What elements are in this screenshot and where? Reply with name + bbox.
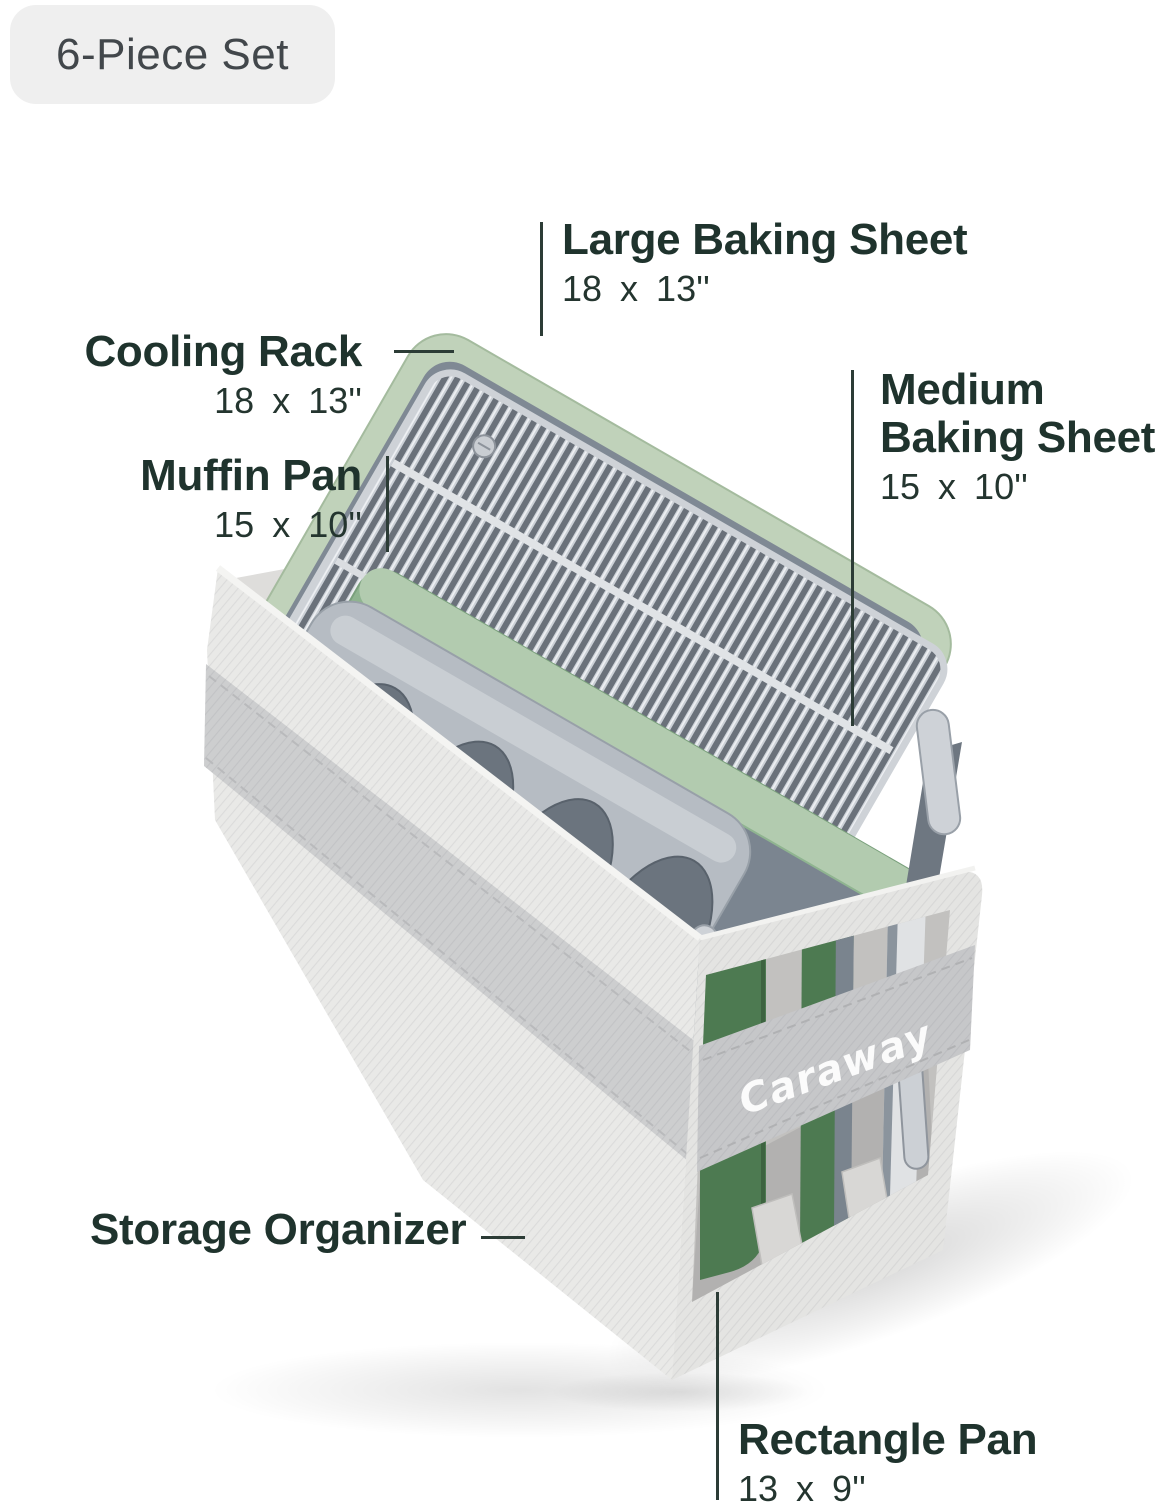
leader-line-storage-organizer xyxy=(481,1236,525,1239)
storage-box-front-panel xyxy=(204,565,703,1380)
callout-title: Cooling Rack xyxy=(84,327,362,376)
callout-muffin-pan: Muffin Pan 15 x 10'' xyxy=(40,452,362,544)
callout-title: Muffin Pan xyxy=(140,451,362,500)
leader-line-medium-baking-sheet xyxy=(851,370,854,726)
callout-size: 13 x 9'' xyxy=(738,1468,866,1509)
callout-storage-organizer: Storage Organizer xyxy=(90,1205,467,1254)
leader-line-large-baking-sheet xyxy=(540,222,543,336)
callout-size: 18 x 13'' xyxy=(214,380,362,421)
callout-size: 15 x 10'' xyxy=(880,466,1028,507)
callout-cooling-rack: Cooling Rack 18 x 13'' xyxy=(40,328,362,420)
callout-size: 18 x 13'' xyxy=(562,268,710,309)
callout-title: Large Baking Sheet xyxy=(562,215,968,264)
leader-line-muffin-pan xyxy=(386,456,389,552)
callout-title-line1: Medium xyxy=(880,365,1045,414)
callout-size: 15 x 10'' xyxy=(214,504,362,545)
callout-title-line2: Baking Sheet xyxy=(880,413,1156,462)
callout-title: Storage Organizer xyxy=(90,1205,467,1254)
storage-box-strap xyxy=(204,664,701,1170)
callout-medium-baking-sheet: Medium Baking Sheet 15 x 10'' xyxy=(880,366,1155,506)
callout-title: Rectangle Pan xyxy=(738,1415,1038,1464)
callout-rectangle-pan: Rectangle Pan 13 x 9'' xyxy=(738,1415,1038,1509)
callout-large-baking-sheet: Large Baking Sheet 18 x 13'' xyxy=(562,215,968,309)
leader-line-rectangle-pan xyxy=(716,1292,719,1500)
set-count-badge: 6-Piece Set xyxy=(10,5,335,104)
sheet-handle xyxy=(915,708,962,836)
leader-line-cooling-rack xyxy=(394,350,454,353)
